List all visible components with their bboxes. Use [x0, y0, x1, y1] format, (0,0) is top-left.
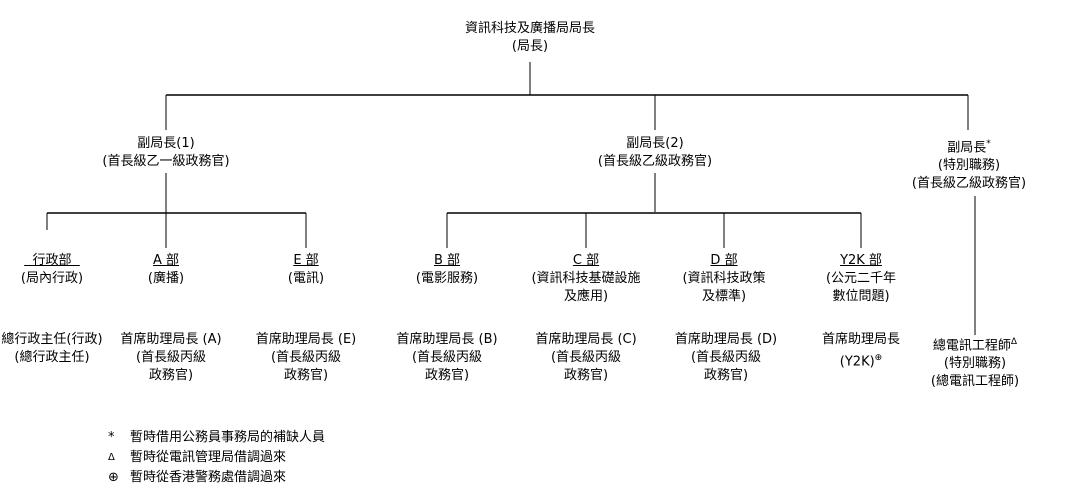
head-c-line-3: 政務官): [563, 368, 609, 383]
head-c: 首席助理局長 (C) (首長級丙級 政務官): [521, 331, 651, 385]
division-admin-name: 行政部: [32, 253, 72, 268]
division-c-desc-1: (資訊科技基礎設施: [531, 271, 641, 286]
chief-telecom-line-1: 總電訊工程師: [932, 338, 1011, 354]
head-e-line-3: 政務官): [283, 368, 329, 383]
legend-row: * 暫時借用公務員事務局的補缺人員: [108, 428, 325, 448]
asterisk-mark: *: [986, 139, 991, 149]
root-node: 資訊科技及廣播局局長 (局長): [430, 20, 630, 56]
legend-text: 暫時從電訊管理局借調過來: [130, 450, 287, 465]
division-y2k-desc-1: (公元二千年: [825, 271, 897, 286]
division-b: B 部 (電影服務): [397, 252, 497, 288]
chief-telecom-line-2: (特別職務): [943, 356, 1007, 372]
head-b-line-3: 政務官): [424, 368, 470, 383]
deputy-1-title: 副局長(1): [137, 136, 195, 151]
division-admin-desc: (局內行政): [20, 271, 84, 286]
division-d: D 部 (資訊科技政策 及標準): [659, 252, 789, 306]
division-y2k-desc-2: 數位問題): [832, 289, 890, 304]
division-d-desc-2: 及標準): [701, 289, 747, 304]
head-e: 首席助理局長 (E) (首長級丙級 政務官): [241, 331, 371, 385]
head-d: 首席助理局長 (D) (首長級丙級 政務官): [661, 331, 791, 385]
head-y2k: 首席助理局長 (Y2K)⊕: [801, 331, 921, 371]
deputy-3-rank-1: (特別職務): [937, 158, 1001, 174]
triangle-icon: Δ: [108, 452, 115, 463]
head-y2k-line-1: 首席助理局長: [821, 332, 900, 347]
head-c-line-2: (首長級丙級: [550, 350, 622, 365]
ofta-secondment-mark: Δ: [1010, 337, 1018, 347]
legend-text: 暫時從香港警務處借調過來: [130, 470, 287, 485]
division-e-desc: (電訊): [287, 271, 325, 286]
division-a-name: A 部: [152, 253, 180, 268]
legend-row: ⊕ 暫時從香港警務處借調過來: [108, 468, 325, 488]
division-e: E 部 (電訊): [256, 252, 356, 288]
deputy-3-rank-2: (首長級乙級政務官): [911, 176, 1027, 192]
deputy-2-rank: (首長級乙級政務官): [597, 154, 713, 169]
legend-text: 暫時借用公務員事務局的補缺人員: [130, 430, 326, 445]
head-b-line-1: 首席助理局長 (B): [396, 332, 498, 347]
division-b-name: B 部: [433, 253, 461, 268]
deputy-2-title: 副局長(2): [626, 136, 684, 151]
deputy-1-node: 副局長(1) (首長級乙一級政務官): [66, 135, 266, 171]
head-a-line-3: 政務官): [148, 368, 194, 383]
division-y2k: Y2K 部 (公元二千年 數位問題): [801, 252, 921, 306]
legend-row: Δ 暫時從電訊管理局借調過來: [108, 448, 325, 468]
head-a-line-1: 首席助理局長 (A): [120, 332, 222, 347]
division-b-desc: (電影服務): [415, 271, 479, 286]
head-b-line-2: (首長級丙級: [411, 350, 483, 365]
head-d-line-1: 首席助理局長 (D): [674, 332, 778, 347]
head-a-line-2: (首長級丙級: [135, 350, 207, 365]
head-admin: 總行政主任(行政) (總行政主任): [0, 331, 112, 367]
root-subtitle: (局長): [511, 39, 549, 54]
head-y2k-line-2: (Y2K): [839, 354, 875, 370]
division-c: C 部 (資訊科技基礎設施 及應用): [516, 252, 656, 306]
division-y2k-name: Y2K 部: [840, 253, 882, 268]
division-a-desc: (廣播): [147, 271, 185, 286]
legend: * 暫時借用公務員事務局的補缺人員 Δ 暫時從電訊管理局借調過來 ⊕ 暫時從香港…: [108, 428, 325, 488]
chief-telecom-line-3: (總電訊工程師): [930, 374, 1020, 390]
division-a: A 部 (廣播): [116, 252, 216, 288]
head-admin-line-2: (總行政主任): [14, 350, 90, 365]
head-a: 首席助理局長 (A) (首長級丙級 政務官): [106, 331, 236, 385]
division-d-name: D 部: [710, 253, 738, 268]
head-d-line-2: (首長級丙級: [690, 350, 762, 365]
head-e-line-1: 首席助理局長 (E): [255, 332, 357, 347]
division-d-desc-1: (資訊科技政策: [682, 271, 766, 286]
chief-telecom-engineer: 總電訊工程師Δ (特別職務) (總電訊工程師): [910, 333, 1040, 391]
head-e-line-2: (首長級丙級: [270, 350, 342, 365]
division-admin: 行政部 (局內行政): [0, 252, 107, 288]
deputy-3-node: 副局長* (特別職務) (首長級乙級政務官): [869, 135, 1068, 193]
police-secondment-mark: ⊕: [874, 353, 883, 363]
head-c-line-1: 首席助理局長 (C): [535, 332, 637, 347]
deputy-2-node: 副局長(2) (首長級乙級政務官): [555, 135, 755, 171]
division-c-desc-2: 及應用): [563, 289, 609, 304]
asterisk-icon: *: [108, 430, 115, 445]
head-b: 首席助理局長 (B) (首長級丙級 政務官): [382, 331, 512, 385]
root-title: 資訊科技及廣播局局長: [464, 21, 595, 36]
head-admin-line-1: 總行政主任(行政): [1, 332, 103, 347]
deputy-3-title: 副局長: [947, 140, 987, 156]
division-c-name: C 部: [572, 253, 600, 268]
division-e-name: E 部: [293, 253, 319, 268]
circled-plus-icon: ⊕: [108, 470, 119, 485]
deputy-1-rank: (首長級乙一級政務官): [102, 154, 230, 169]
head-d-line-3: 政務官): [703, 368, 749, 383]
